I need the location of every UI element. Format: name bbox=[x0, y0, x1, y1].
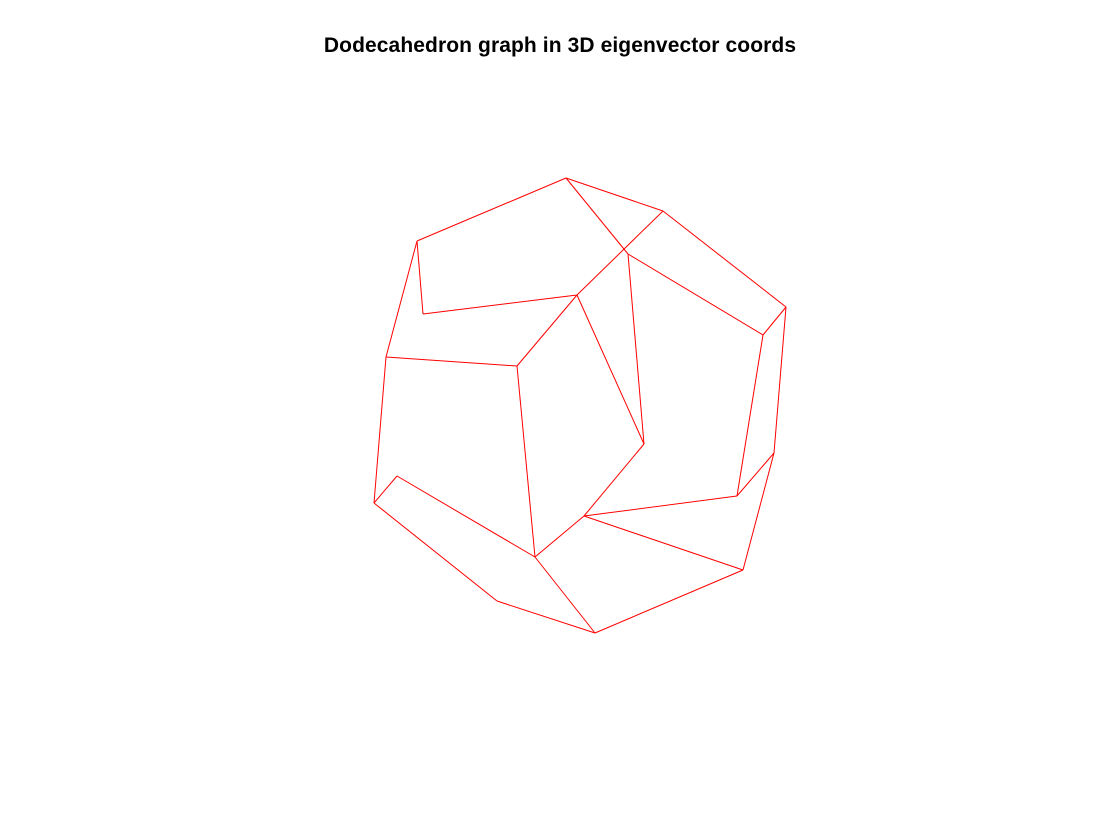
graph-edge-a-b bbox=[565, 177, 664, 212]
graph-edge-j-a bbox=[416, 177, 567, 242]
graph-edge-h-i bbox=[373, 356, 387, 504]
graph-edge-n-o bbox=[627, 253, 764, 336]
graph-edge-c-d bbox=[773, 306, 787, 454]
graph-edge-q-s bbox=[583, 443, 645, 517]
graph-edges bbox=[373, 177, 787, 634]
graph-edge-f-g bbox=[496, 600, 596, 634]
graph-edge-e-f bbox=[594, 569, 744, 634]
graph-edge-m-t bbox=[516, 365, 536, 558]
graph-edge-i-j bbox=[385, 240, 418, 358]
graph-edge-b-c bbox=[662, 210, 787, 308]
graph-edge-g-h bbox=[373, 502, 498, 602]
graph-edge-s-t bbox=[534, 515, 585, 558]
graph-edge-b-l bbox=[576, 210, 664, 296]
graph-edge-t-f bbox=[534, 556, 596, 634]
graph-edge-l-m bbox=[516, 294, 578, 367]
graph-edge-s-r bbox=[583, 495, 738, 517]
graph-edge-d-e bbox=[742, 452, 775, 571]
graph-edge-a-n bbox=[565, 177, 629, 255]
graph-edge-k-l bbox=[422, 294, 578, 315]
graph-edge-r-o bbox=[736, 334, 764, 497]
graph-edge-t-u bbox=[396, 475, 536, 558]
graph-edge-j-k bbox=[416, 240, 424, 315]
graph-edge-e-s bbox=[583, 515, 744, 571]
graph-edge-m-i bbox=[385, 356, 518, 367]
figure-title: Dodecahedron graph in 3D eigenvector coo… bbox=[323, 34, 797, 57]
graph-edge-d-r bbox=[736, 452, 775, 497]
graph-edge-q-l bbox=[576, 294, 645, 445]
graph-edge-u-h bbox=[373, 475, 398, 504]
graph-edge-n-q bbox=[627, 253, 645, 445]
graph-edge-o-c bbox=[762, 306, 787, 336]
